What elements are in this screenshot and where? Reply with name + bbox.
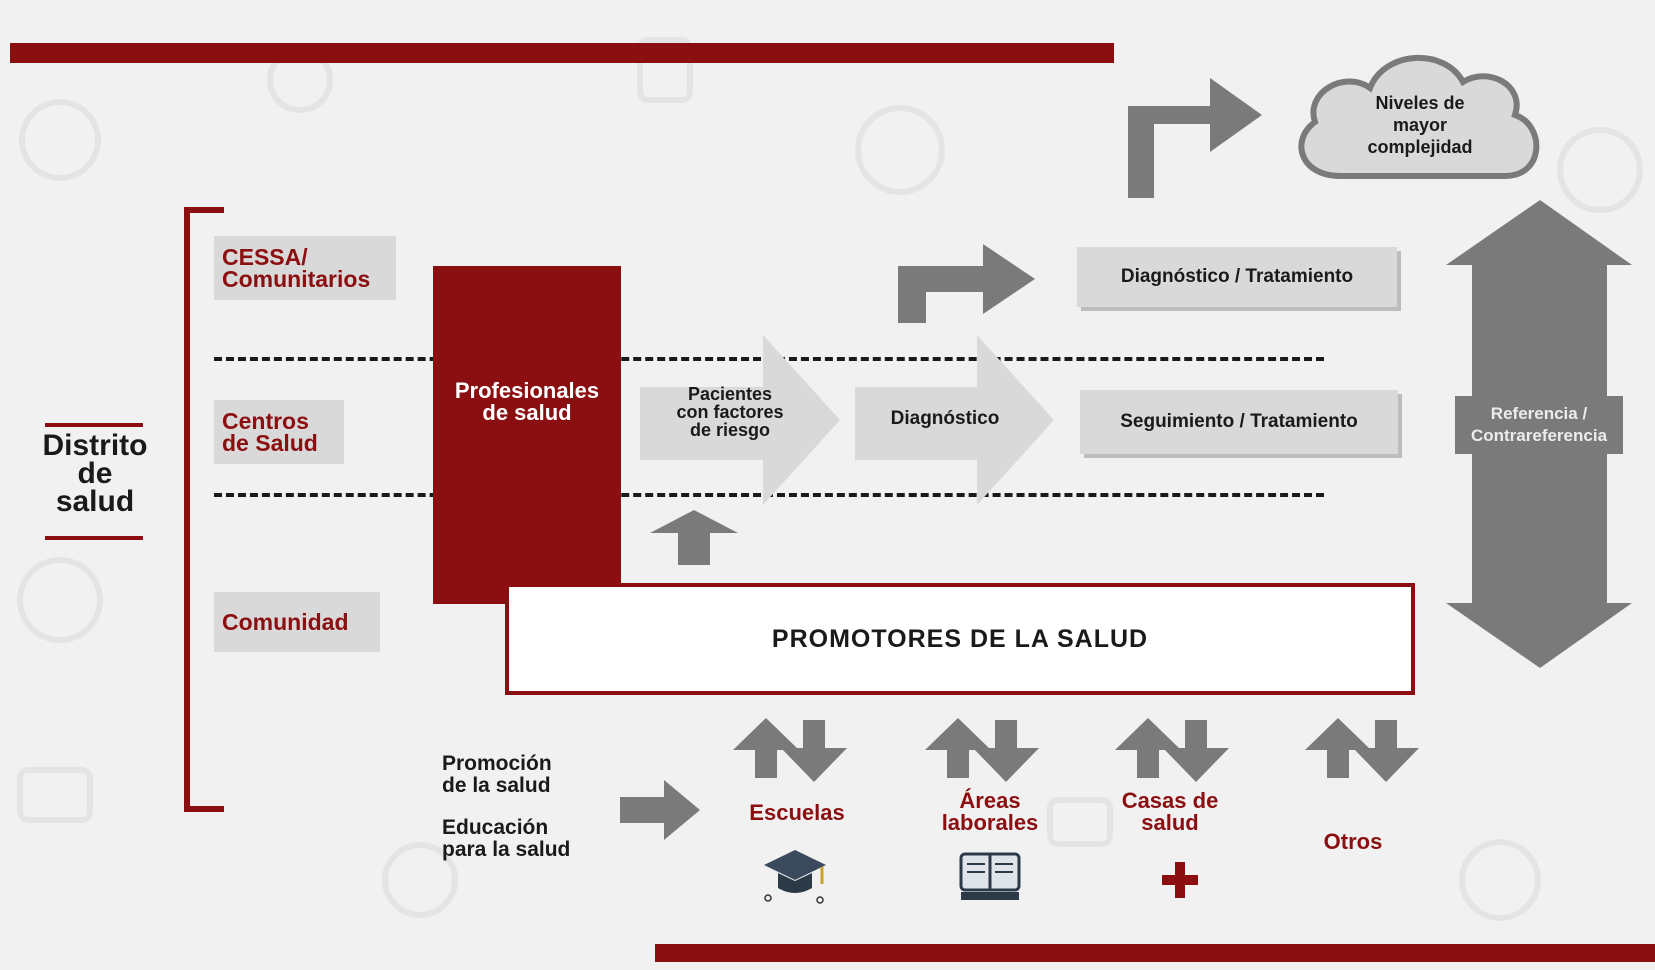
level-label-centros: Centros de Salud [214, 400, 344, 464]
cloud-line-2: mayor [1392, 115, 1448, 135]
up-arrow-casas [1115, 718, 1181, 778]
down-arrow-otros [1353, 720, 1419, 782]
graduation-cap-icon [764, 850, 826, 904]
dest-casas-line-1: Casas de [1121, 788, 1219, 813]
district-title-line-1: Distrito [42, 429, 148, 462]
book-icon [959, 852, 1021, 900]
level-label-comunidad: Comunidad [214, 592, 380, 652]
promocion-line-2: de la salud [442, 774, 551, 797]
cloud-line-3: complejidad [1367, 137, 1473, 157]
pacientes-line-1: Pacientes [687, 384, 773, 404]
promocion-line-1: Promoción [442, 752, 552, 775]
down-arrow-escuelas [781, 720, 847, 782]
cross-icon [1162, 862, 1198, 898]
dest-escuelas-text: Escuelas [749, 800, 845, 825]
referencia-line-1: Referencia / [1490, 404, 1588, 423]
seg-trat-text: Seguimiento / Tratamiento [1120, 411, 1358, 432]
bottom-red-bar [655, 944, 1655, 962]
diagnostico-chevron-arrow [855, 335, 1054, 505]
pacientes-line-2: con factores [676, 402, 784, 422]
level-label-centros-line-2: de Salud [222, 430, 318, 456]
up-arrow-to-pacientes [650, 510, 738, 565]
profesionales-line-1: Profesionales [454, 378, 600, 403]
promocion-label: Promoción de la salud [442, 753, 552, 797]
profesionales-block: Profesionales de salud [433, 266, 621, 604]
district-title-top-rule [45, 423, 143, 427]
diag-trat-text: Diagnóstico / Tratamiento [1120, 266, 1354, 287]
cloud-line-1: Niveles de [1375, 93, 1465, 113]
educacion-line-2: para la salud [442, 838, 571, 861]
dest-areas-line-2: laborales [941, 810, 1039, 835]
cloud-shape [1298, 55, 1540, 179]
up-down-arrow-pairs [733, 718, 1419, 782]
district-title-line-3: salud [55, 485, 135, 518]
dest-otros-text: Otros [1323, 829, 1383, 854]
level-label-comunidad-text: Comunidad [222, 609, 349, 635]
seg-trat-box: Seguimiento / Tratamiento [1080, 390, 1398, 454]
educacion-label: Educación para la salud [442, 817, 570, 861]
pacientes-line-3: de riesgo [689, 420, 771, 440]
district-title: Distrito de salud [20, 429, 170, 518]
dest-otros: Otros [1283, 829, 1423, 855]
dest-areas-line-1: Áreas [959, 788, 1021, 813]
diag-trat-box: Diagnóstico / Tratamiento [1077, 247, 1397, 307]
dest-areas: Áreas laborales [920, 790, 1060, 834]
down-arrow-areas [973, 720, 1039, 782]
elbow-arrow-to-diag-trat [898, 244, 1035, 323]
level-label-cessa-line-1: CESSA/ [222, 244, 308, 270]
up-arrow-otros [1305, 718, 1371, 778]
elbow-arrow-to-cloud [1128, 78, 1262, 198]
down-arrow-casas [1163, 720, 1229, 782]
diagnostico-label: Diagnóstico [860, 408, 1030, 430]
level-label-cessa: CESSA/ Comunitarios [214, 236, 396, 300]
level-label-centros-line-1: Centros [222, 408, 309, 434]
promotores-box: PROMOTORES DE LA SALUD [505, 583, 1415, 695]
profesionales-line-2: de salud [482, 400, 572, 425]
top-red-bar [10, 43, 1114, 63]
educacion-line-1: Educación [442, 816, 549, 839]
dest-casas: Casas de salud [1100, 790, 1240, 834]
district-title-bottom-rule [45, 536, 143, 540]
up-arrow-escuelas [733, 718, 799, 778]
pacientes-chevron-arrow [640, 335, 840, 505]
up-arrow-areas [925, 718, 991, 778]
dest-escuelas: Escuelas [727, 800, 867, 826]
referencia-line-2: Contrareferencia [1470, 426, 1608, 445]
right-arrow-to-escuelas [620, 780, 700, 840]
pacientes-label: Pacientes con factores de riesgo [650, 385, 810, 439]
district-title-line-2: de [77, 457, 113, 490]
diagnostico-text: Diagnóstico [890, 408, 1000, 429]
dest-casas-line-2: salud [1141, 810, 1199, 835]
cloud-label: Niveles de mayor complejidad [1330, 92, 1510, 158]
level-label-cessa-line-2: Comunitarios [222, 266, 371, 292]
referencia-label: Referencia / Contrareferencia [1455, 396, 1623, 454]
levels-bracket [184, 207, 224, 812]
promotores-text: PROMOTORES DE LA SALUD [771, 624, 1149, 653]
